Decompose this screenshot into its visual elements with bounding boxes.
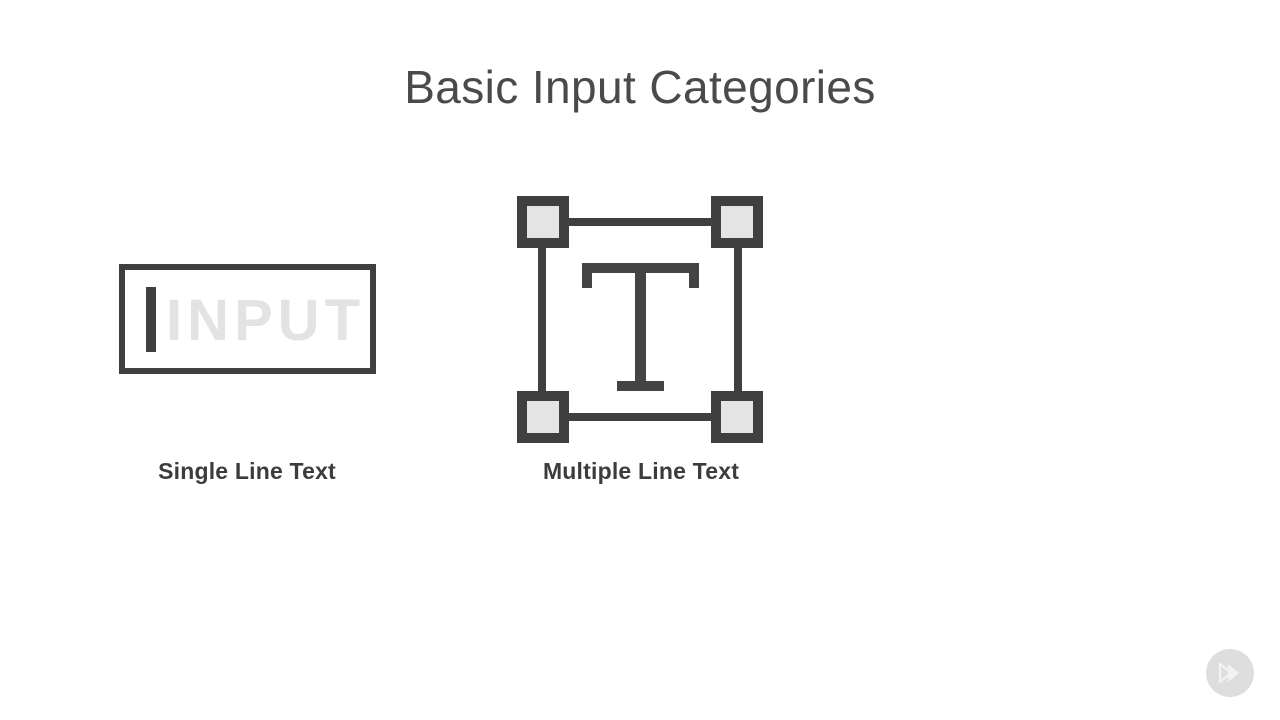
category-label-multiple-line-text: Multiple Line Text — [542, 458, 740, 484]
serif-t-glyph — [582, 263, 699, 391]
single-line-text-input-icon: INPUT — [119, 264, 376, 374]
multiple-line-text-frame-icon — [517, 196, 763, 443]
category-list: INPUT Single Line Text — [0, 180, 1280, 520]
multiple-line-text-icon-area — [501, 180, 781, 450]
text-frame-graphic — [517, 196, 763, 443]
frame-corner-handles — [517, 196, 763, 443]
text-cursor-icon — [146, 287, 156, 352]
frame-left-connector — [538, 222, 546, 417]
category-card-single-line-text[interactable]: INPUT Single Line Text — [107, 180, 387, 520]
input-placeholder-text: INPUT — [166, 288, 365, 353]
category-label-single-line-text: Single Line Text — [158, 458, 336, 484]
frame-right-connector — [734, 222, 742, 417]
play-next-icon — [1218, 662, 1239, 684]
play-next-button[interactable] — [1206, 649, 1254, 697]
single-line-text-icon-area: INPUT — [107, 180, 387, 450]
page-title: Basic Input Categories — [404, 61, 876, 113]
category-card-multiple-line-text[interactable]: Multiple Line Text — [501, 180, 781, 520]
frame-top-connector — [542, 218, 738, 226]
frame-bottom-connector — [542, 413, 738, 421]
